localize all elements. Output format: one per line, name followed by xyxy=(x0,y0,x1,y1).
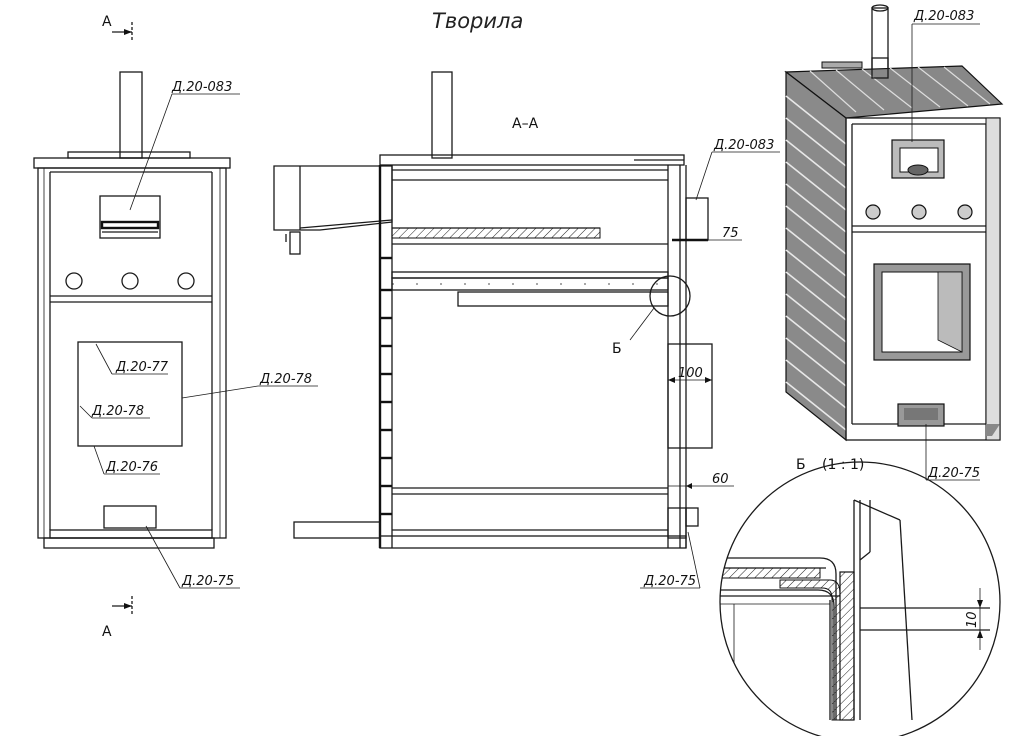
front-view: А Д.20-08 xyxy=(33,14,318,640)
label-iso-chimney: Д.20-083 xyxy=(913,9,974,24)
label-iso-ash: Д.20-75 xyxy=(927,466,980,481)
label-front-78-inner: Д.20-78 xyxy=(91,404,144,419)
dim-60: 60 xyxy=(712,472,729,487)
label-front-78-outer: Д.20-78 xyxy=(259,372,312,387)
dim-10: 10 xyxy=(965,611,980,628)
section-view: А–А xyxy=(273,71,780,589)
isometric-view: Д.20-083 Д.20-75 xyxy=(784,4,1004,481)
dim-100: 100 xyxy=(678,366,703,381)
dim-75: 75 xyxy=(722,226,739,241)
section-mark-top: А xyxy=(102,14,112,30)
label-front-77: Д.20-77 xyxy=(115,360,169,375)
label-front-ash: Д.20-75 xyxy=(181,574,234,589)
side-boards xyxy=(785,95,847,431)
label-front-76: Д.20-76 xyxy=(105,460,158,475)
label-section-ash: Д.20-75 xyxy=(643,574,696,589)
drawing-title: Творила xyxy=(432,9,523,33)
label-front-chimney: Д.20-083 xyxy=(171,80,232,95)
detail-b: Б (1 : 1) 10 xyxy=(719,457,1001,736)
label-section-chimney: Д.20-083 xyxy=(713,138,774,153)
left-wall-fins xyxy=(380,256,392,516)
detail-scale: (1 : 1) xyxy=(822,457,864,473)
section-label: А–А xyxy=(512,116,539,132)
detail-title: Б xyxy=(796,457,806,473)
section-mark-bottom: А xyxy=(102,624,112,640)
label-detail-b: Б xyxy=(612,341,622,357)
